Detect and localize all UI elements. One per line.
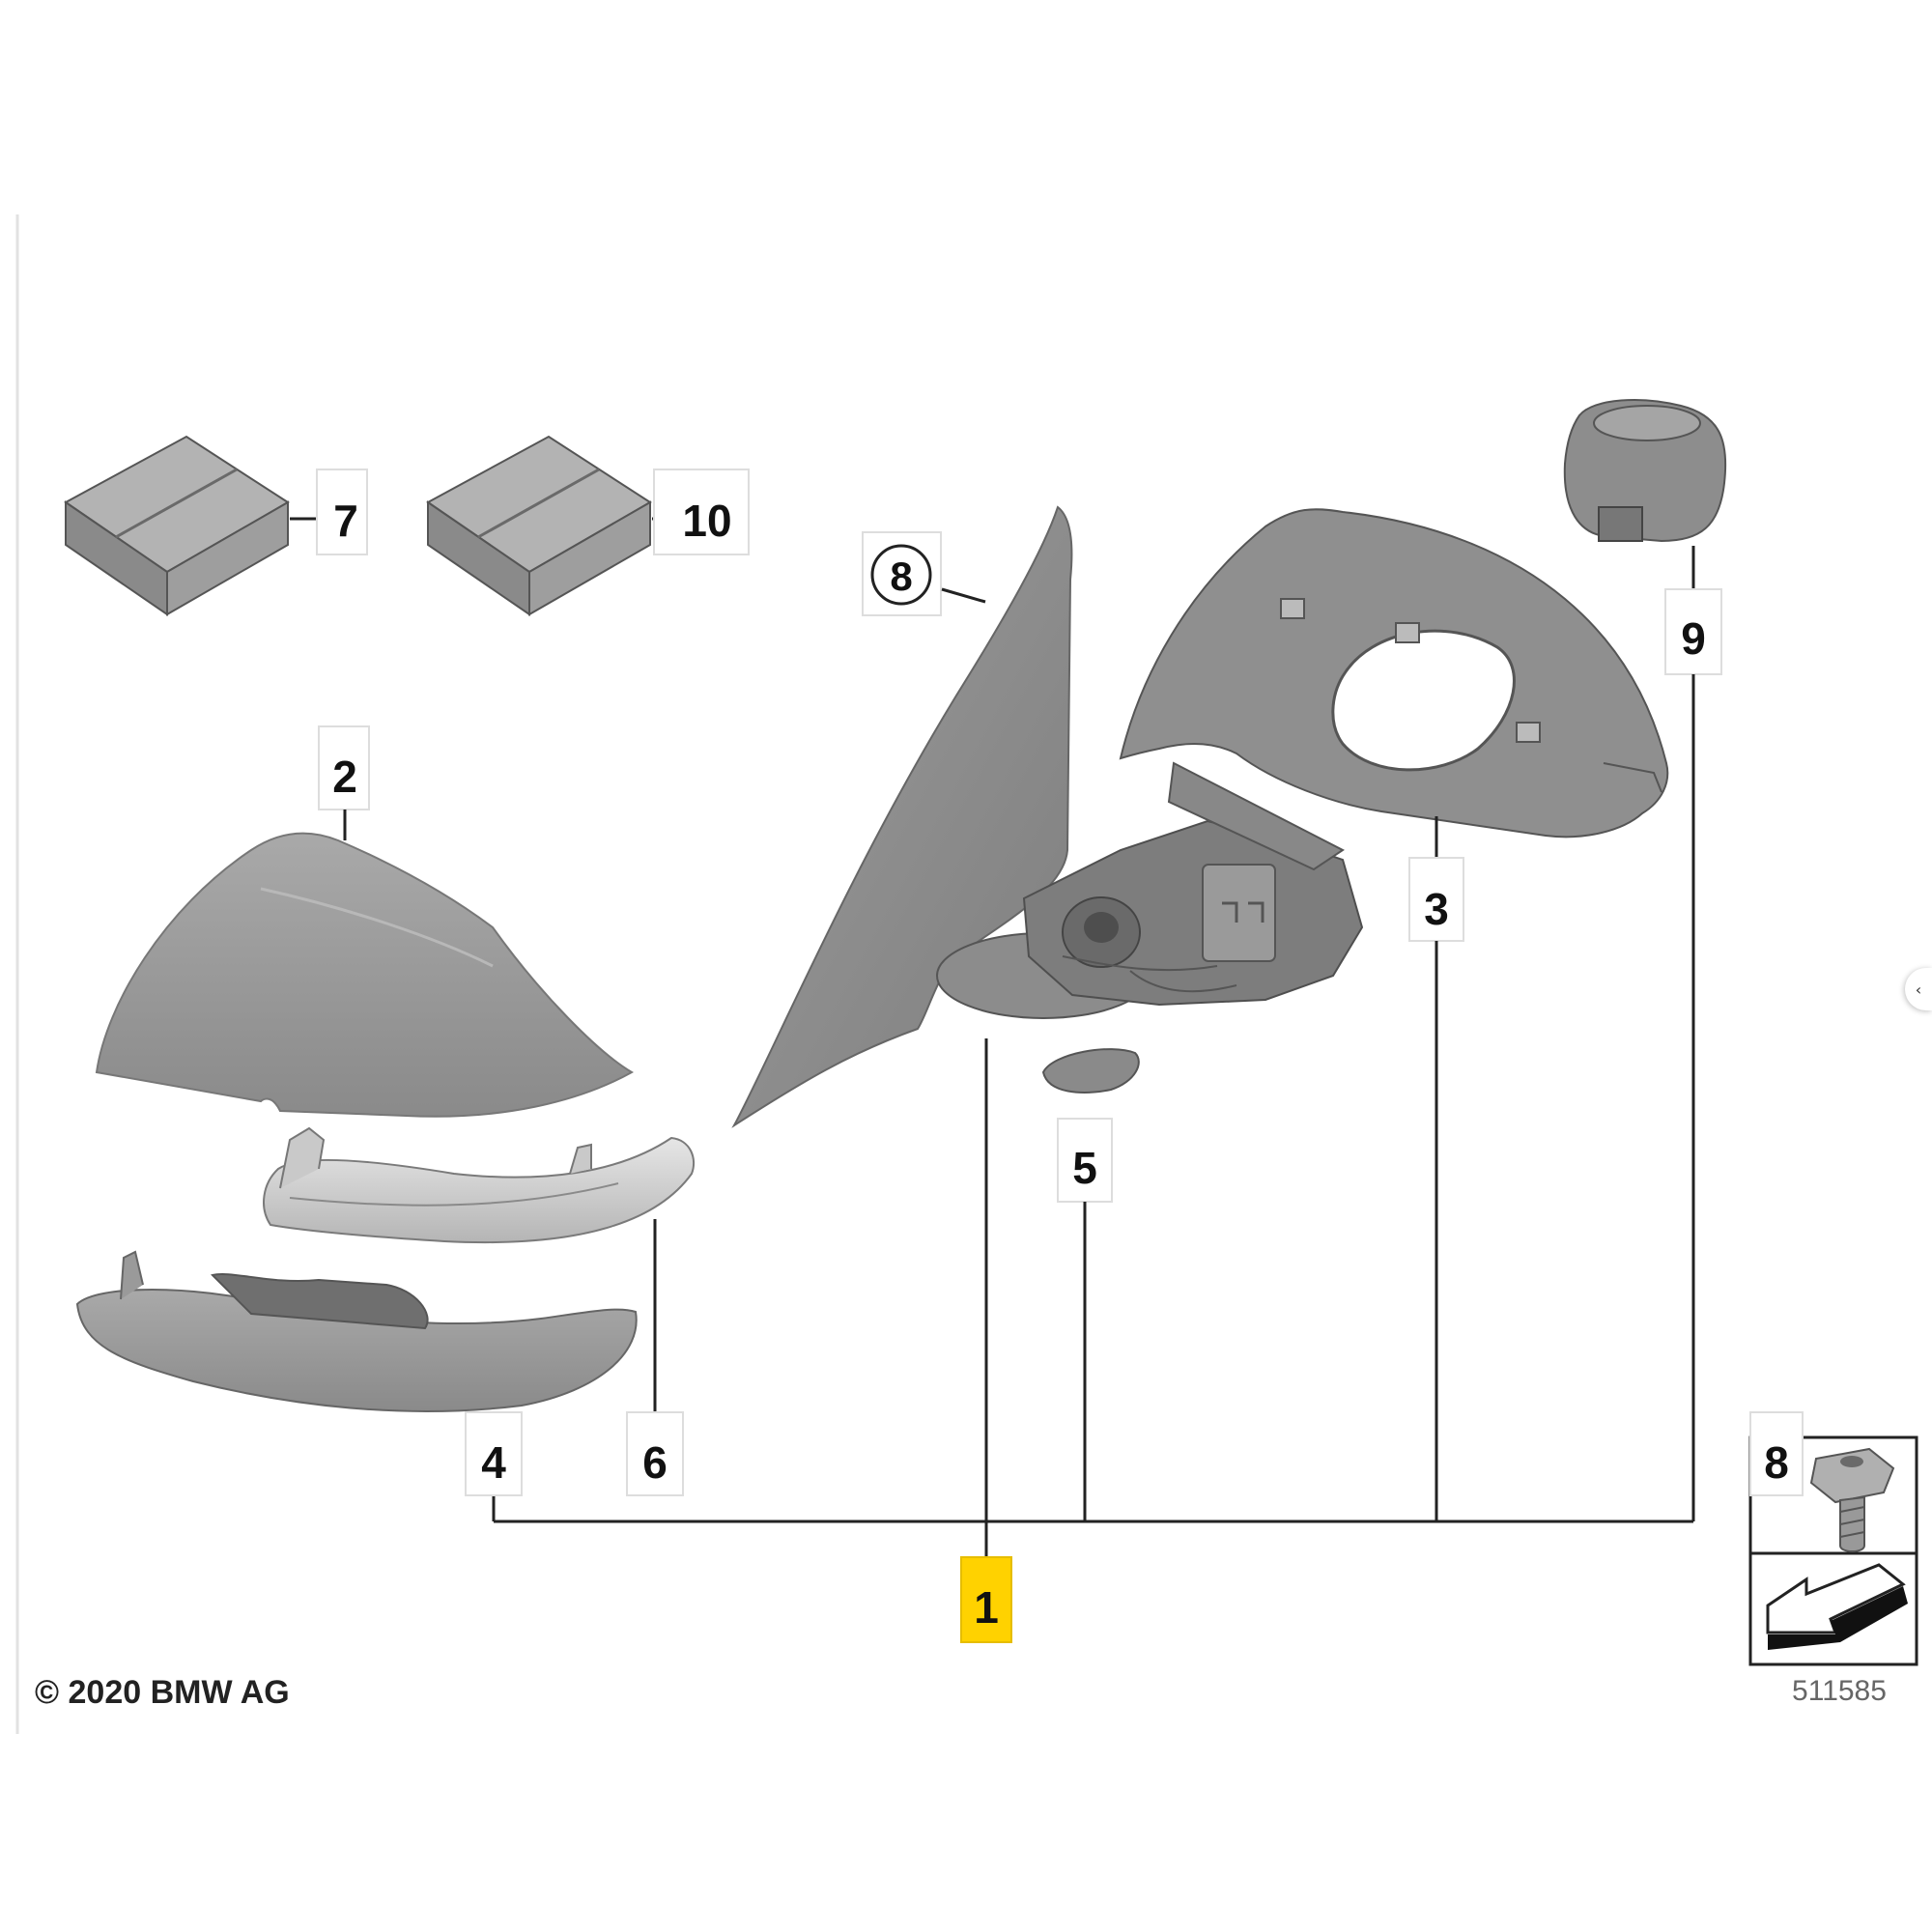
- callout-5-label: 5: [1072, 1143, 1097, 1193]
- part-7-kit-box: [64, 435, 290, 616]
- part-10-kit-box: [426, 435, 652, 616]
- part-5-cover-plug: [1041, 1048, 1140, 1094]
- callout-2: 2: [318, 725, 370, 840]
- callout-10-label: 10: [682, 496, 731, 546]
- screw-icon: [1809, 1447, 1895, 1552]
- callout-1: 1: [960, 1556, 1012, 1643]
- callout-3-label: 3: [1424, 884, 1449, 934]
- part-6-turn-signal: [263, 1126, 696, 1244]
- part-2-mirror-cap: [95, 832, 635, 1118]
- callout-8-circle: 8: [862, 531, 986, 616]
- callout-8-circle-label: 8: [890, 554, 912, 599]
- callout-8-screw-label: 8: [1764, 1437, 1789, 1488]
- callout-7: 7: [290, 469, 368, 555]
- callout-9: 9: [1664, 546, 1722, 1521]
- callout-3: 3: [1408, 816, 1464, 1521]
- reference-arrow-icon: [1766, 1563, 1908, 1650]
- callout-6: 6: [626, 1219, 684, 1496]
- callout-10: 10: [652, 469, 750, 555]
- diagram-code: 511585: [1792, 1675, 1887, 1707]
- callout-6-label: 6: [642, 1437, 668, 1488]
- callout-9-label: 9: [1681, 613, 1706, 664]
- callout-1-label: 1: [974, 1582, 999, 1633]
- screw-reference-box: 8: [1748, 1411, 1918, 1666]
- chevron-left-icon: ‹: [1915, 980, 1922, 999]
- part-9-mirror-actuator: [1563, 399, 1727, 543]
- callout-4: 4: [465, 1411, 523, 1521]
- callout-2-label: 2: [332, 752, 357, 802]
- part-1-mirror-arm: [731, 505, 1364, 1128]
- callout-4-label: 4: [481, 1437, 506, 1488]
- copyright-notice: © 2020 BMW AG: [35, 1674, 290, 1711]
- part-3-housing-frame: [1119, 508, 1669, 838]
- callout-5: 5: [1057, 1118, 1113, 1521]
- part-4-lower-trim: [75, 1250, 638, 1412]
- callout-7-label: 7: [333, 496, 358, 546]
- side-panel-toggle[interactable]: ‹: [1905, 968, 1932, 1010]
